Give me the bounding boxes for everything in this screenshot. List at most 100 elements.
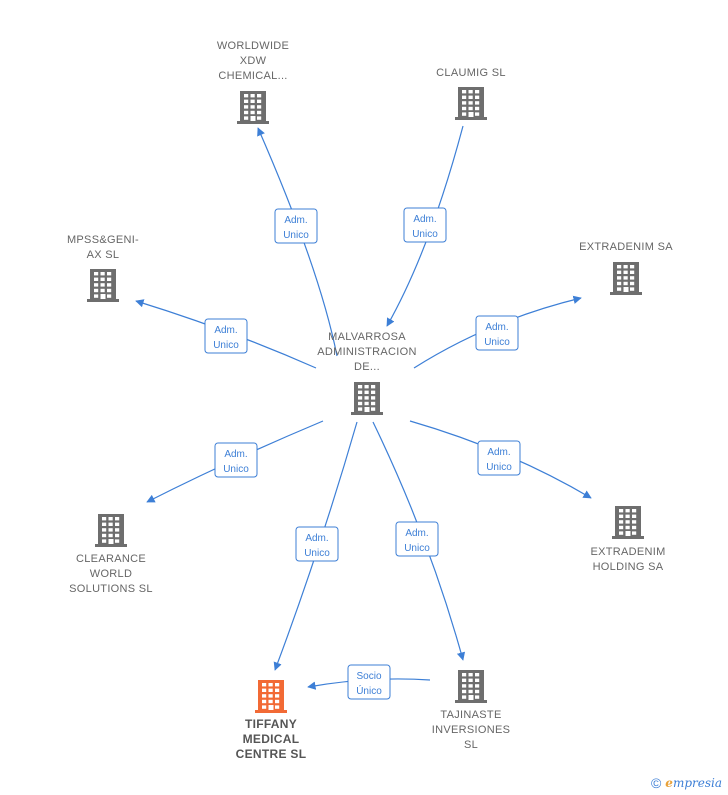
- building-window: [468, 689, 473, 694]
- building-window: [619, 509, 624, 513]
- building-window: [102, 517, 107, 521]
- building-window: [462, 684, 467, 688]
- edge-label-line: Adm.: [284, 215, 307, 226]
- building-icon[interactable]: [610, 262, 642, 295]
- edge-label-line: Socio: [356, 671, 381, 682]
- building-window: [107, 294, 112, 298]
- building-window: [625, 520, 630, 524]
- edge-label[interactable]: Adm.Unico: [274, 208, 318, 244]
- edge-label-line: Adm.: [214, 325, 237, 336]
- edge-label-box: [347, 664, 391, 700]
- building-window: [275, 688, 280, 692]
- building-window: [475, 112, 480, 116]
- building-window: [100, 272, 105, 276]
- edge-label-line: Unico: [304, 548, 330, 559]
- building-window: [630, 270, 635, 274]
- edge-label-box: [403, 207, 447, 243]
- building-window: [364, 385, 369, 389]
- node-label-line: EXTRADENIM: [590, 546, 665, 558]
- node-label-line: SOLUTIONS SL: [69, 583, 153, 595]
- building-window: [244, 94, 249, 98]
- edge-malvarrosa-clearance: Adm.Unico: [146, 420, 324, 503]
- building-window: [630, 276, 635, 280]
- building-icon[interactable]: [87, 269, 119, 302]
- building-icon[interactable]: [351, 382, 383, 415]
- building-window: [102, 533, 107, 538]
- building-window: [262, 705, 267, 709]
- node-worldwide[interactable]: WORLDWIDEXDWCHEMICAL...: [217, 40, 289, 124]
- building-window: [94, 283, 99, 287]
- node-mpss[interactable]: MPSS&GENI-AX SL: [67, 234, 139, 302]
- building-window: [262, 683, 267, 687]
- building-window: [108, 517, 113, 521]
- building-icon[interactable]: [612, 506, 644, 539]
- building-window: [107, 277, 112, 281]
- building-door: [625, 531, 631, 536]
- building-window: [262, 694, 267, 698]
- building-window: [462, 695, 467, 699]
- edges-layer: Adm.UnicoAdm.UnicoAdm.UnicoAdm.UnicoAdm.…: [135, 125, 592, 700]
- node-claumig[interactable]: CLAUMIG SL: [436, 67, 506, 120]
- edge-label[interactable]: Adm.Unico: [403, 207, 447, 243]
- node-extradenim[interactable]: EXTRADENIM SA: [579, 241, 673, 295]
- building-window: [462, 112, 467, 116]
- building-window: [100, 288, 105, 293]
- node-extradenim_holding[interactable]: EXTRADENIM HOLDING SA: [590, 506, 665, 573]
- building-window: [275, 705, 280, 709]
- footer-brand: © empresia: [651, 775, 722, 791]
- node-label-line: CLAUMIG SL: [436, 67, 506, 79]
- building-window: [475, 101, 480, 105]
- building-window: [468, 95, 473, 99]
- building-window: [475, 689, 480, 694]
- building-door: [623, 287, 629, 292]
- building-window: [275, 683, 280, 687]
- brand-logo: empresia: [665, 776, 722, 790]
- building-window: [630, 281, 635, 286]
- building-window: [107, 272, 112, 276]
- building-door: [100, 294, 106, 299]
- node-label-line: CHEMICAL...: [218, 70, 287, 82]
- building-window: [475, 95, 480, 99]
- building-icon[interactable]: [455, 670, 487, 703]
- building-door: [364, 407, 370, 412]
- building-window: [364, 396, 369, 400]
- node-label-line: TAJINASTE: [440, 709, 501, 721]
- building-window: [250, 99, 255, 103]
- edge-label[interactable]: Adm.Unico: [395, 521, 439, 557]
- building-window: [257, 105, 262, 109]
- building-window: [619, 525, 624, 530]
- building-window: [475, 678, 480, 682]
- building-window: [468, 678, 473, 682]
- building-window: [250, 105, 255, 109]
- node-label-line: AX SL: [87, 249, 120, 261]
- edge-label[interactable]: Adm.Unico: [295, 526, 339, 562]
- building-window: [617, 287, 622, 291]
- node-label-line: MEDICAL: [243, 732, 300, 746]
- building-window: [619, 531, 624, 535]
- node-label-line: SL: [464, 739, 478, 751]
- building-window: [623, 265, 628, 269]
- edge-label[interactable]: Adm.Unico: [204, 318, 248, 354]
- building-window: [630, 265, 635, 269]
- building-window: [364, 401, 369, 406]
- building-window: [371, 396, 376, 400]
- edge-malvarrosa-worldwide: Adm.Unico: [257, 127, 338, 357]
- building-window: [358, 401, 363, 406]
- building-window: [630, 287, 635, 291]
- edge-label[interactable]: Adm.Unico: [214, 442, 258, 478]
- building-icon[interactable]: [455, 87, 487, 120]
- building-icon[interactable]: [255, 680, 287, 713]
- building-window: [623, 281, 628, 286]
- edge-label[interactable]: Adm.Unico: [477, 440, 521, 476]
- building-icon[interactable]: [237, 91, 269, 124]
- node-malvarrosa[interactable]: MALVARROSAADMINISTRACIONDE...: [317, 331, 417, 415]
- node-label-line: HOLDING SA: [593, 561, 664, 573]
- edge-label[interactable]: Adm.Unico: [475, 315, 519, 351]
- edge-label-line: Unico: [486, 462, 512, 473]
- building-icon[interactable]: [95, 514, 127, 547]
